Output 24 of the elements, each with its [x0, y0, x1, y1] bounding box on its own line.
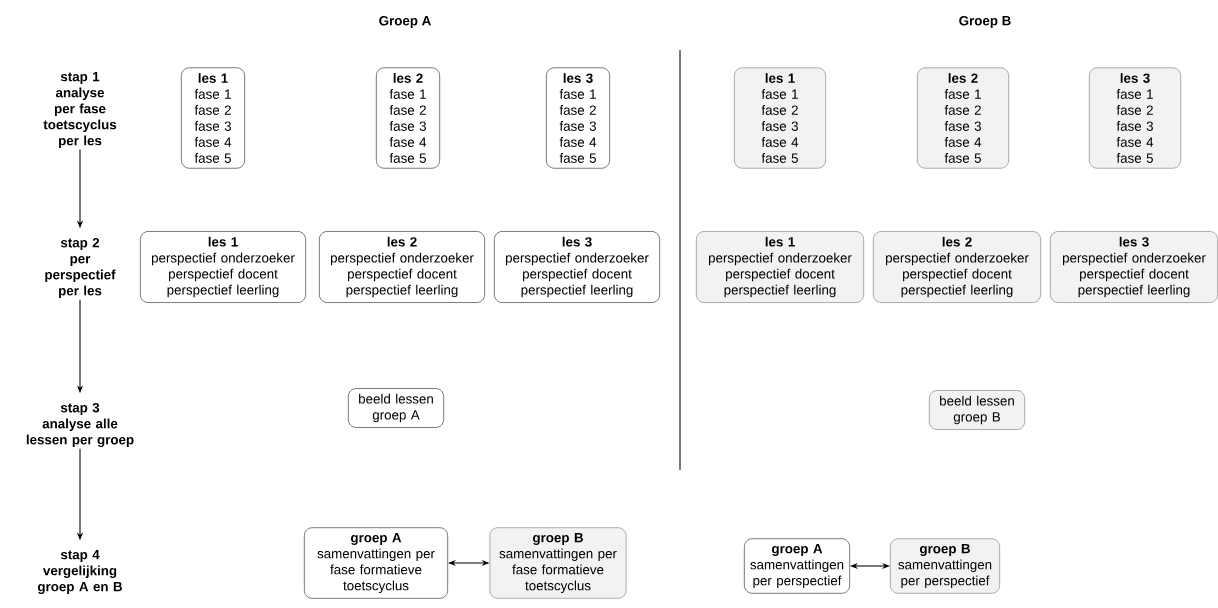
- process-box: groep B samenvattingen per fase formatieve toetscyclus: [489, 527, 627, 599]
- process-box: les 2 perspectief onderzoeker perspectief docent perspectief leerling: [873, 231, 1041, 303]
- step-label: stap 3 analyse alle lessen per groep: [26, 402, 134, 448]
- process-box: les 1 perspectief onderzoeker perspectief docent perspectief leerling: [140, 231, 306, 303]
- group-heading: Groep B: [959, 15, 1011, 29]
- process-box: les 3 fase 1 fase 2 fase 3 fase 4 fase 5: [546, 67, 610, 169]
- process-box: groep A samenvattingen per perspectief: [744, 538, 850, 594]
- process-box: les 1 fase 1 fase 2 fase 3 fase 4 fase 5: [181, 67, 245, 169]
- process-box: les 3 perspectief onderzoeker perspectief docent perspectief leerling: [494, 231, 660, 303]
- process-box: groep B samenvattingen per perspectief: [890, 538, 1000, 594]
- process-box: les 2 perspectief onderzoeker perspectief docent perspectief leerling: [319, 231, 485, 303]
- step-label: stap 4 vergelijking groep A en B: [37, 550, 122, 594]
- group-heading: Groep A: [379, 15, 431, 29]
- process-box: les 2 fase 1 fase 2 fase 3 fase 4 fase 5: [917, 67, 1009, 169]
- process-box: les 3 fase 1 fase 2 fase 3 fase 4 fase 5: [1089, 67, 1181, 169]
- step-label: stap 2 per perspectief per les: [45, 237, 116, 299]
- process-box: les 2 fase 1 fase 2 fase 3 fase 4 fase 5: [376, 67, 440, 169]
- process-box: beeld lessen groep A: [348, 388, 444, 428]
- step-label: stap 1 analyse per fase toetscyclus per les: [43, 72, 117, 148]
- process-box: beeld lessen groep B: [929, 390, 1025, 430]
- process-box: les 3 perspectief onderzoeker perspectief docent perspectief leerling: [1050, 231, 1218, 303]
- process-box: les 1 fase 1 fase 2 fase 3 fase 4 fase 5: [734, 67, 826, 169]
- process-box: groep A samenvattingen per fase formatieve toetscyclus: [304, 527, 448, 599]
- process-box: les 1 perspectief onderzoeker perspectief docent perspectief leerling: [696, 231, 864, 303]
